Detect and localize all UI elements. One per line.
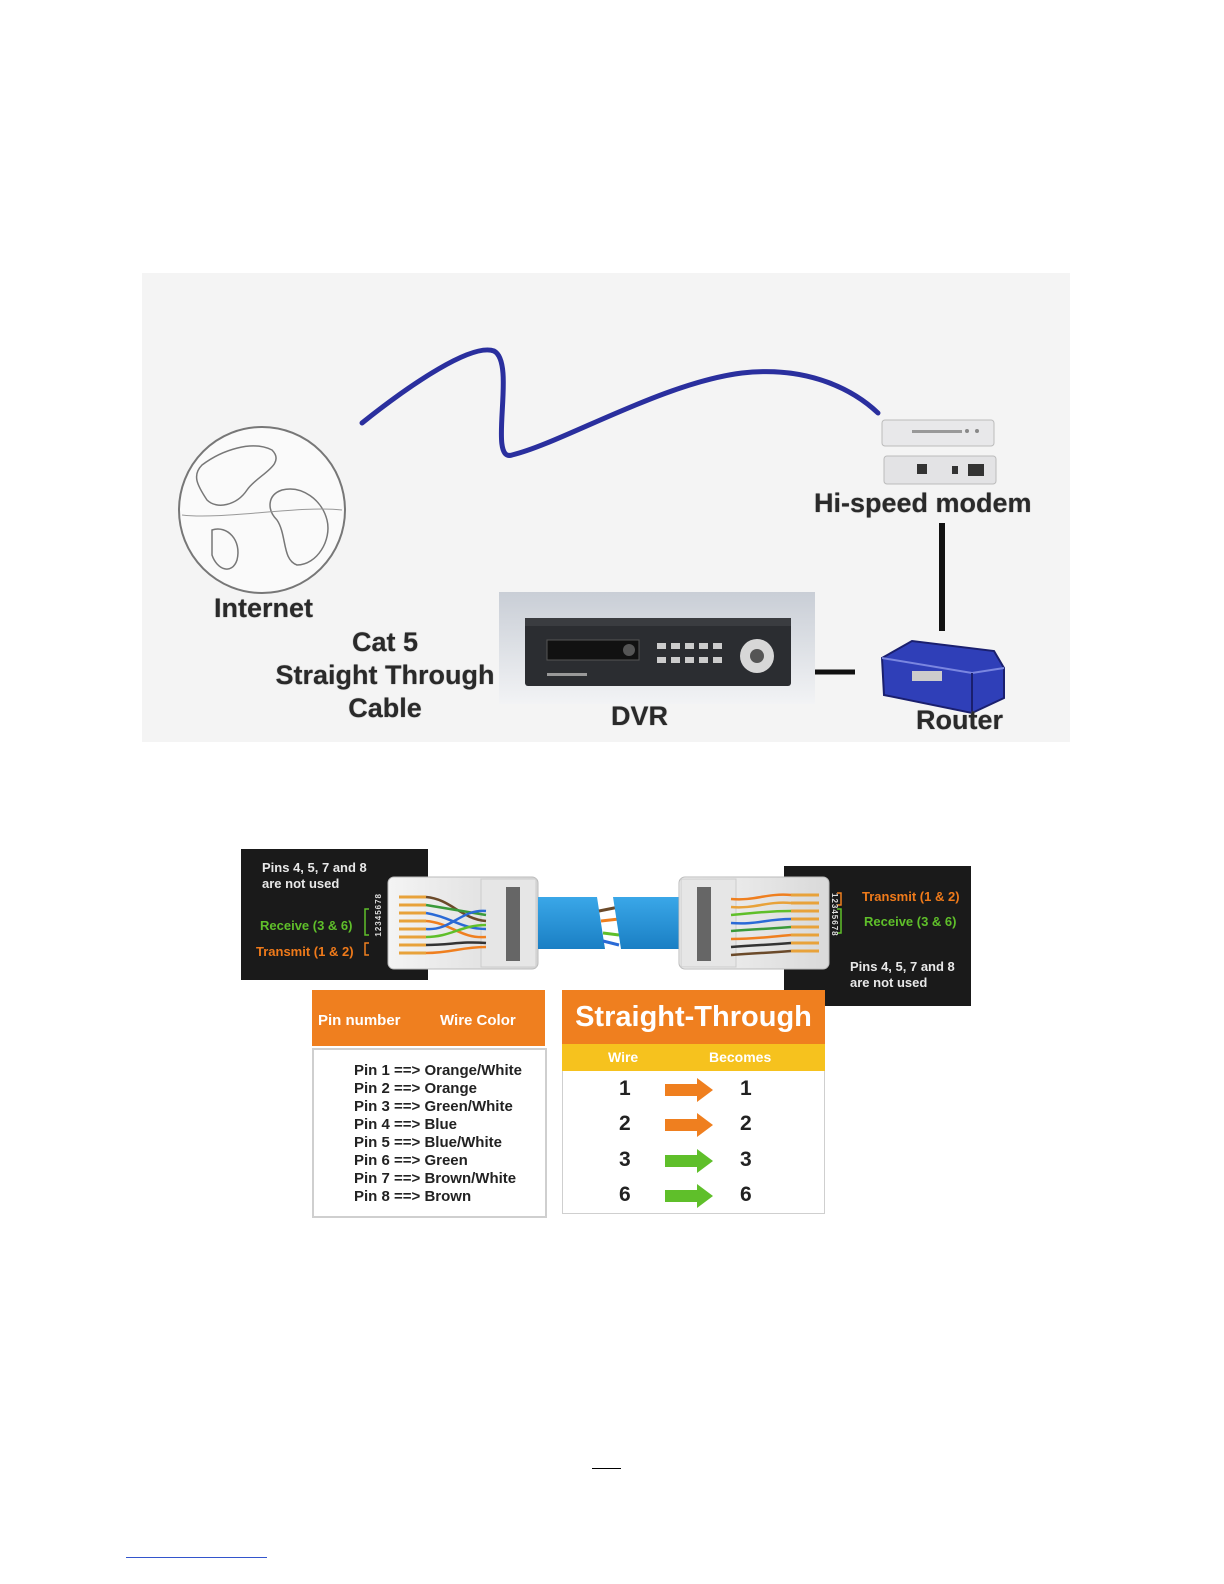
wire-header: Wire	[608, 1049, 639, 1065]
modem-icon	[881, 419, 997, 485]
pin-row: Pin 6 ==> Green	[354, 1152, 468, 1169]
right-transmit-label: Transmit (1 & 2)	[862, 889, 960, 904]
straight-through-subheader: Wire Becomes	[562, 1044, 825, 1071]
cable-label-line2: Straight Through	[275, 660, 495, 690]
wan-connection-line	[359, 347, 881, 458]
right-rj45-plug	[678, 876, 830, 970]
right-receive-label: Receive (3 & 6)	[864, 914, 957, 929]
right-note-line1: Pins 4, 5, 7 and 8	[850, 959, 955, 974]
left-pin-numbers: 12345678	[374, 893, 383, 937]
straight-through-title: Straight-Through	[562, 990, 825, 1044]
dvr-icon	[499, 592, 815, 704]
right-pin-numbers: 12345678	[830, 893, 839, 937]
wire-number: 1	[619, 1077, 631, 1100]
left-rj45-plug	[387, 876, 539, 970]
left-receive-label: Receive (3 & 6)	[260, 918, 353, 933]
network-drawing	[178, 347, 1005, 715]
left-unused-pins-note: Pins 4, 5, 7 and 8 are not used	[262, 860, 367, 892]
left-transmit-label: Transmit (1 & 2)	[256, 944, 354, 959]
cable-label-line1: Cat 5	[351, 627, 419, 657]
pin-row: Pin 2 ==> Orange	[354, 1080, 477, 1097]
router-icon	[880, 639, 1005, 715]
pin-table-header: Pin number Wire Color	[312, 990, 545, 1046]
left-note-line1: Pins 4, 5, 7 and 8	[262, 860, 367, 875]
cable-drawing	[364, 876, 842, 970]
right-note-line2: are not used	[850, 975, 928, 990]
modem-label: Hi-speed modem	[814, 488, 1032, 518]
arrow-right-icon	[665, 1184, 713, 1208]
globe-icon	[178, 426, 346, 594]
internet-label: Internet	[214, 593, 314, 623]
page-number-underline	[592, 1468, 621, 1469]
straight-through-table: 1 1 2 2 3 3 6 6	[562, 1071, 825, 1214]
arrow-right-icon	[665, 1149, 713, 1173]
becomes-number: 3	[740, 1148, 752, 1171]
pin-number-header: Pin number	[318, 1012, 401, 1029]
wire-number: 6	[619, 1183, 631, 1206]
wire-color-header: Wire Color	[440, 1012, 516, 1029]
arrow-right-icon	[665, 1113, 713, 1137]
pin-row: Pin 1 ==> Orange/White	[354, 1062, 522, 1079]
becomes-number: 1	[740, 1077, 752, 1100]
pin-row: Pin 3 ==> Green/White	[354, 1098, 513, 1115]
dvr-label: DVR	[611, 701, 669, 731]
arrow-right-icon	[665, 1078, 713, 1102]
becomes-number: 6	[740, 1183, 752, 1206]
footnote-separator	[126, 1557, 267, 1558]
left-note-line2: are not used	[262, 876, 340, 891]
becomes-header: Becomes	[709, 1049, 772, 1065]
pin-row: Pin 8 ==> Brown	[354, 1188, 472, 1205]
pin-row: Pin 4 ==> Blue	[354, 1116, 457, 1133]
pin-row: Pin 7 ==> Brown/White	[354, 1170, 517, 1187]
network-diagram: Internet Hi-speed modem Router DVR Cat 5…	[142, 273, 1070, 742]
becomes-number: 2	[740, 1112, 752, 1135]
pin-table: Pin 1 ==> Orange/White Pin 2 ==> Orange …	[312, 1048, 547, 1218]
wire-number: 3	[619, 1148, 631, 1171]
wire-number: 2	[619, 1112, 631, 1135]
pin-row: Pin 5 ==> Blue/White	[354, 1134, 502, 1151]
right-unused-pins-note: Pins 4, 5, 7 and 8 are not used	[850, 959, 955, 991]
cable-label-line3: Cable	[348, 693, 422, 723]
router-label: Router	[916, 705, 1003, 735]
cable-label: Cat 5 Straight Through Cable	[272, 626, 498, 725]
